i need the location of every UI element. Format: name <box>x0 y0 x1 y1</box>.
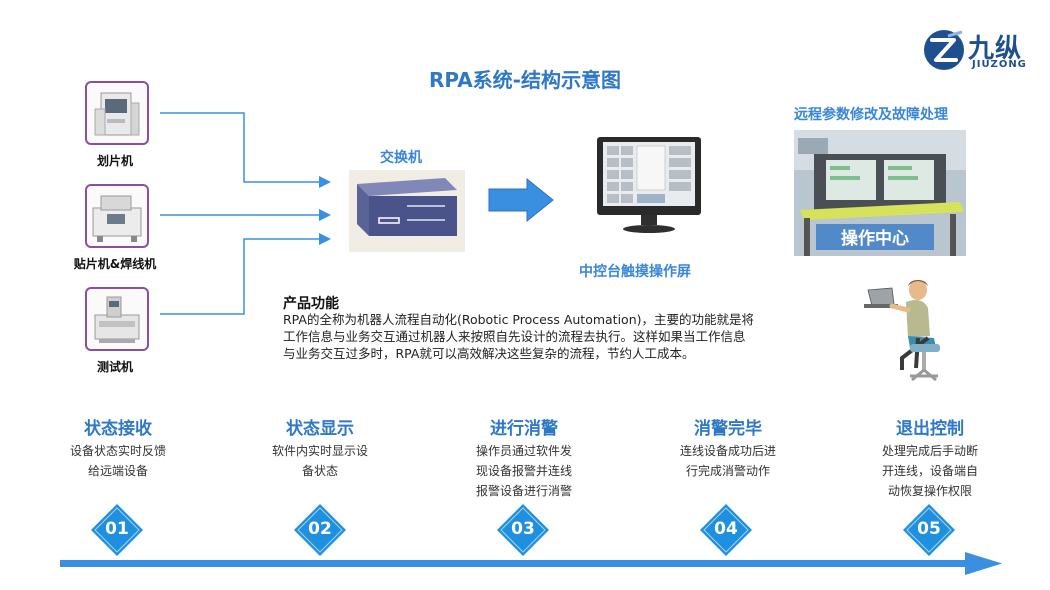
step-3-desc: 操作员通过软件发 现设备报警并连线 报警设备进行消警 <box>459 441 589 501</box>
step-1-title: 状态接收 <box>84 419 152 439</box>
remote-label: 远程参数修改及故障处理 <box>794 107 948 123</box>
step-desc-line: 操作员通过软件发 <box>475 444 572 458</box>
product-function-line: 工作信息与业务交互通过机器人来按照自先设计的流程去执行。这样如果当工作信息 <box>283 329 746 344</box>
step-desc-line: 软件内实时显示设 <box>271 444 368 458</box>
step-5-diamond <box>903 504 955 556</box>
brand-logo-icon <box>924 30 964 70</box>
step-desc-line: 行完成消警动作 <box>685 464 770 478</box>
machine-label-dicing: 划片机 <box>96 154 133 168</box>
timeline-arrow-icon <box>60 552 1002 575</box>
step-5-desc: 处理完成后手动断 开连线，设备端自 动恢复操作权限 <box>865 441 995 501</box>
step-2-title: 状态显示 <box>286 419 354 439</box>
product-function-body: RPA的全称为机器人流程自动化(Robotic Process Automati… <box>283 311 823 362</box>
switch-label: 交换机 <box>380 150 422 166</box>
step-3-title: 进行消警 <box>490 419 558 439</box>
operator-person-icon <box>864 280 940 382</box>
product-function-line: 与业务交互过多时，RPA就可以高效解决这些复杂的流程，节约人工成本。 <box>283 346 695 361</box>
step-5-number: 05 <box>917 519 941 539</box>
step-desc-line: 给远端设备 <box>87 464 148 478</box>
touchscreen-monitor-icon <box>597 137 701 233</box>
brand-subtitle: JIUZONG <box>972 59 1027 70</box>
machine-label-test: 测试机 <box>96 360 133 374</box>
page-title: RPA系统-结构示意图 <box>428 68 621 92</box>
step-desc-line: 现设备报警并连线 <box>475 464 572 478</box>
step-2-desc: 软件内实时显示设 备状态 <box>255 441 385 481</box>
step-4-number: 04 <box>714 519 738 539</box>
step-3-diamond <box>497 504 549 556</box>
test-machine-image <box>85 287 149 351</box>
step-desc-line: 动恢复操作权限 <box>887 484 972 498</box>
step-desc-line: 报警设备进行消警 <box>475 484 572 498</box>
step-4-desc: 连线设备成功后进 行完成消警动作 <box>663 441 793 481</box>
control-center-label: 操作中心 <box>841 229 909 249</box>
step-4-title: 消警完毕 <box>694 419 762 439</box>
step-4-diamond <box>700 504 752 556</box>
product-function-line: RPA的全称为机器人流程自动化(Robotic Process Automati… <box>283 312 754 327</box>
control-center-photo <box>794 130 966 256</box>
step-desc-line: 开连线，设备端自 <box>881 464 978 478</box>
step-3-number: 03 <box>511 519 535 539</box>
network-switch-icon <box>349 170 465 252</box>
touchscreen-label: 中控台触摸操作屏 <box>579 264 691 280</box>
step-1-desc: 设备状态实时反馈 给远端设备 <box>53 441 183 481</box>
step-5-title: 退出控制 <box>896 419 964 439</box>
machine-label-placement: 贴片机&焊线机 <box>73 257 157 271</box>
brand-name: 九纵 <box>968 34 1023 64</box>
step-1-diamond <box>91 504 143 556</box>
step-desc-line: 处理完成后手动断 <box>881 444 978 458</box>
placement-machine-image <box>85 184 149 248</box>
step-desc-line: 设备状态实时反馈 <box>69 444 166 458</box>
step-1-number: 01 <box>105 519 129 539</box>
step-2-diamond <box>294 504 346 556</box>
product-function-title: 产品功能 <box>283 296 339 312</box>
dicing-machine-image <box>85 81 149 145</box>
step-2-number: 02 <box>308 519 332 539</box>
flow-arrow-icon <box>488 177 554 223</box>
step-desc-line: 连线设备成功后进 <box>679 444 776 458</box>
step-desc-line: 备状态 <box>301 464 338 478</box>
